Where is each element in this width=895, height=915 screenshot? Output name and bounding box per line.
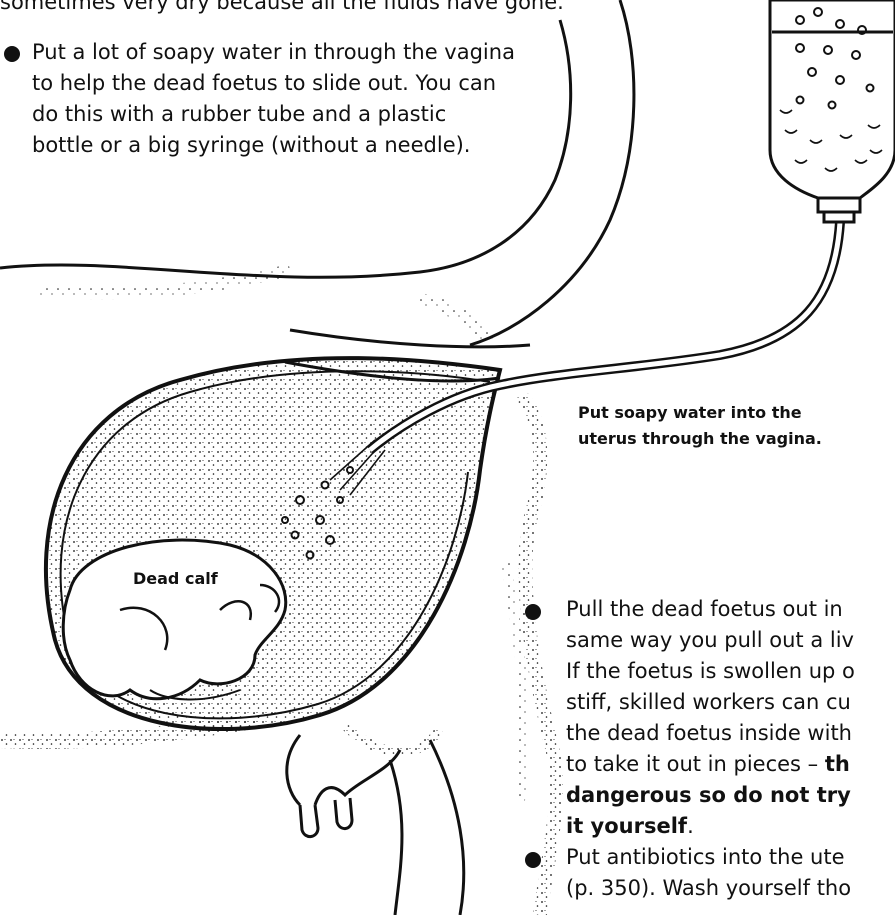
bullet2-line-6: to take it out in pieces – th	[566, 749, 850, 780]
bullet3-line: (p. 350). Wash yourself tho	[566, 873, 851, 904]
bullet1-line: Put a lot of soapy water in through the …	[32, 37, 515, 68]
bullet1-line: do this with a rubber tube and a plastic	[32, 99, 446, 130]
dead-calf-label: Dead calf	[133, 567, 218, 590]
caption-line: uterus through the vagina.	[578, 427, 822, 450]
bold-warning: th	[825, 752, 850, 776]
period: .	[687, 814, 694, 838]
bullet1-line: to help the dead foetus to slide out. Yo…	[32, 68, 496, 99]
bullet2-line: stiff, skilled workers can cu	[566, 687, 851, 718]
bullet2-line: the dead foetus inside with	[566, 718, 852, 749]
bullet-dot	[525, 604, 541, 620]
bullet1-line: bottle or a big syringe (without a needl…	[32, 130, 470, 161]
top-line: sometimes very dry because all the fluid…	[0, 0, 564, 18]
bullet2-line: same way you pull out a liv	[566, 625, 854, 656]
bullet2-line: Pull the dead foetus out in	[566, 594, 843, 625]
bullet2-line: If the foetus is swollen up o	[566, 656, 855, 687]
bottle-illustration	[770, 0, 895, 222]
bold-warning: dangerous so do not try	[566, 780, 851, 811]
bullet2-line-8: it yourself.	[566, 811, 694, 842]
bold-warning: it yourself	[566, 814, 687, 838]
caption-line: Put soapy water into the	[578, 401, 802, 424]
bullet-dot	[525, 852, 541, 868]
bullet3-line: Put antibiotics into the ute	[566, 842, 845, 873]
bullet-dot	[4, 46, 20, 62]
bullet2-text: to take it out in pieces –	[566, 752, 825, 776]
